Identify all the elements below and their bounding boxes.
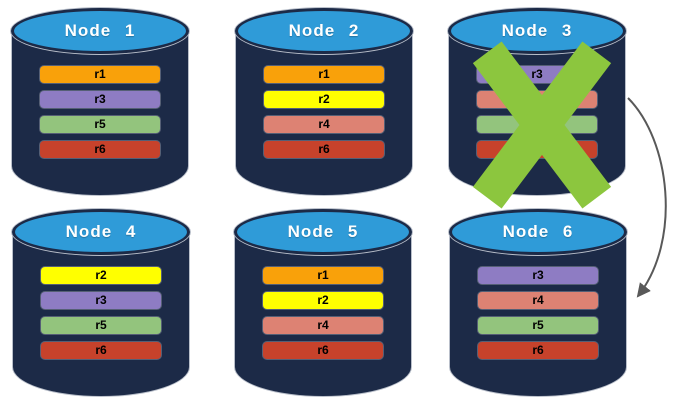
- replica-bar: r6: [40, 141, 160, 158]
- replica-bar: r3: [40, 91, 160, 108]
- replica-bar: r6: [264, 141, 384, 158]
- replica-bar: r1: [264, 66, 384, 83]
- node-1-title: Node 1: [64, 21, 136, 40]
- failover-arrow: [627, 97, 667, 298]
- node-5-cylinder-top: Node 5: [234, 209, 412, 255]
- node-2: Node 2 r1 r2 r4 r6: [235, 8, 413, 196]
- replica-bar: r1: [40, 66, 160, 83]
- replica-bar: r3: [41, 292, 161, 309]
- node-3-cylinder-top: Node 3: [448, 8, 626, 54]
- replica-bar: r3: [478, 267, 598, 284]
- node-5-title: Node 5: [287, 222, 359, 241]
- node-4-cylinder-top: Node 4: [12, 209, 190, 255]
- node-5-replicas: r1 r2 r4 r6: [263, 267, 383, 367]
- node-4-title: Node 4: [65, 222, 137, 241]
- node-1: Node 1 r1 r3 r5 r6: [11, 8, 189, 196]
- node-2-title: Node 2: [288, 21, 360, 40]
- replica-bar: r5: [41, 317, 161, 334]
- replica-bar: r1: [263, 267, 383, 284]
- node-4-replicas: r2 r3 r5 r6: [41, 267, 161, 367]
- replica-bar: r4: [478, 292, 598, 309]
- node-6-cylinder-body: [449, 232, 627, 397]
- node-5: Node 5 r1 r2 r4 r6: [234, 209, 412, 397]
- node-6: Node 6 r3 r4 r5 r6: [449, 209, 627, 397]
- replica-bar: r6: [263, 342, 383, 359]
- replica-bar: r6: [41, 342, 161, 359]
- replica-bar: r5: [40, 116, 160, 133]
- node-1-cylinder-top: Node 1: [11, 8, 189, 54]
- node-3-title: Node 3: [501, 21, 573, 40]
- node-2-cylinder-top: Node 2: [235, 8, 413, 54]
- node-6-cylinder-top: Node 6: [449, 209, 627, 255]
- node-2-cylinder-body: [235, 31, 413, 196]
- replica-bar: r6: [478, 342, 598, 359]
- node-5-cylinder-body: [234, 232, 412, 397]
- node-6-replicas: r3 r4 r5 r6: [478, 267, 598, 367]
- node-4: Node 4 r2 r3 r5 r6: [12, 209, 190, 397]
- node-1-replicas: r1 r3 r5 r6: [40, 66, 160, 166]
- replica-bar: r4: [264, 116, 384, 133]
- node-2-replicas: r1 r2 r4 r6: [264, 66, 384, 166]
- replica-bar: r2: [264, 91, 384, 108]
- node-3: Node 3 r3: [448, 8, 626, 209]
- node-6-title: Node 6: [502, 222, 574, 241]
- node-1-cylinder-body: [11, 31, 189, 196]
- failover-arrow-path: [627, 97, 667, 298]
- replica-bar: r2: [263, 292, 383, 309]
- failure-x-icon: [448, 8, 626, 209]
- replica-bar: r4: [263, 317, 383, 334]
- replica-bar: r2: [41, 267, 161, 284]
- node-4-cylinder-body: [12, 232, 190, 397]
- replica-bar: r5: [478, 317, 598, 334]
